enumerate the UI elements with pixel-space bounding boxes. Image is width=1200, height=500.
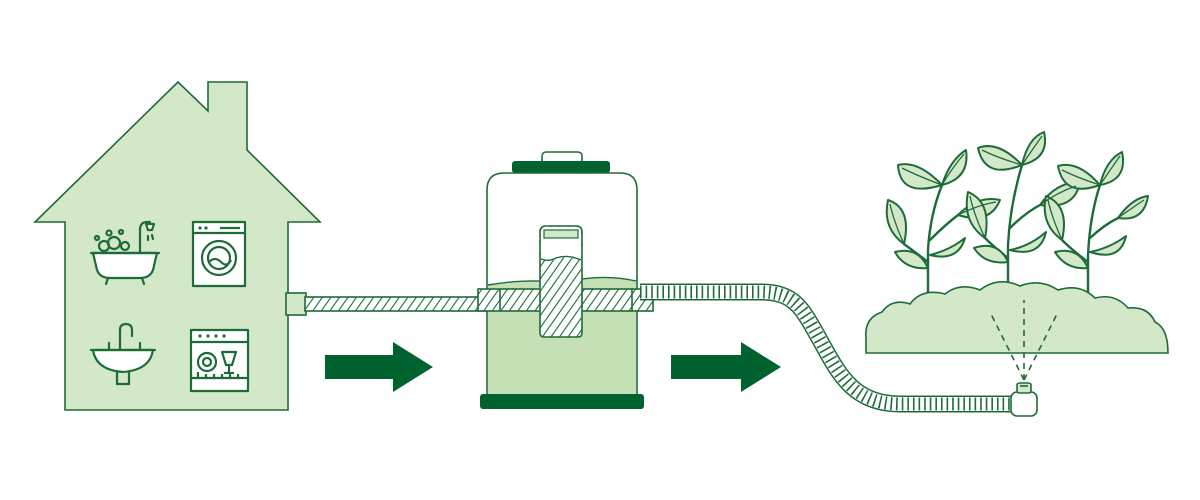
washing-machine-icon [191, 220, 247, 288]
plants-icon [885, 131, 1149, 302]
flow-arrow-1 [325, 342, 433, 392]
dishwasher-icon [189, 328, 250, 393]
bush-mound [865, 281, 1169, 354]
bathtub-icon [89, 220, 161, 286]
sink-icon [89, 322, 157, 386]
house-icon [33, 80, 322, 411]
flow-arrow-2 [671, 342, 781, 392]
outlet-pipe [640, 283, 1014, 413]
filter-cartridge-icon [539, 225, 583, 338]
sprinkler-icon [1010, 382, 1038, 417]
sprinkler-spray [989, 300, 1059, 381]
inlet-pipe [285, 292, 486, 316]
